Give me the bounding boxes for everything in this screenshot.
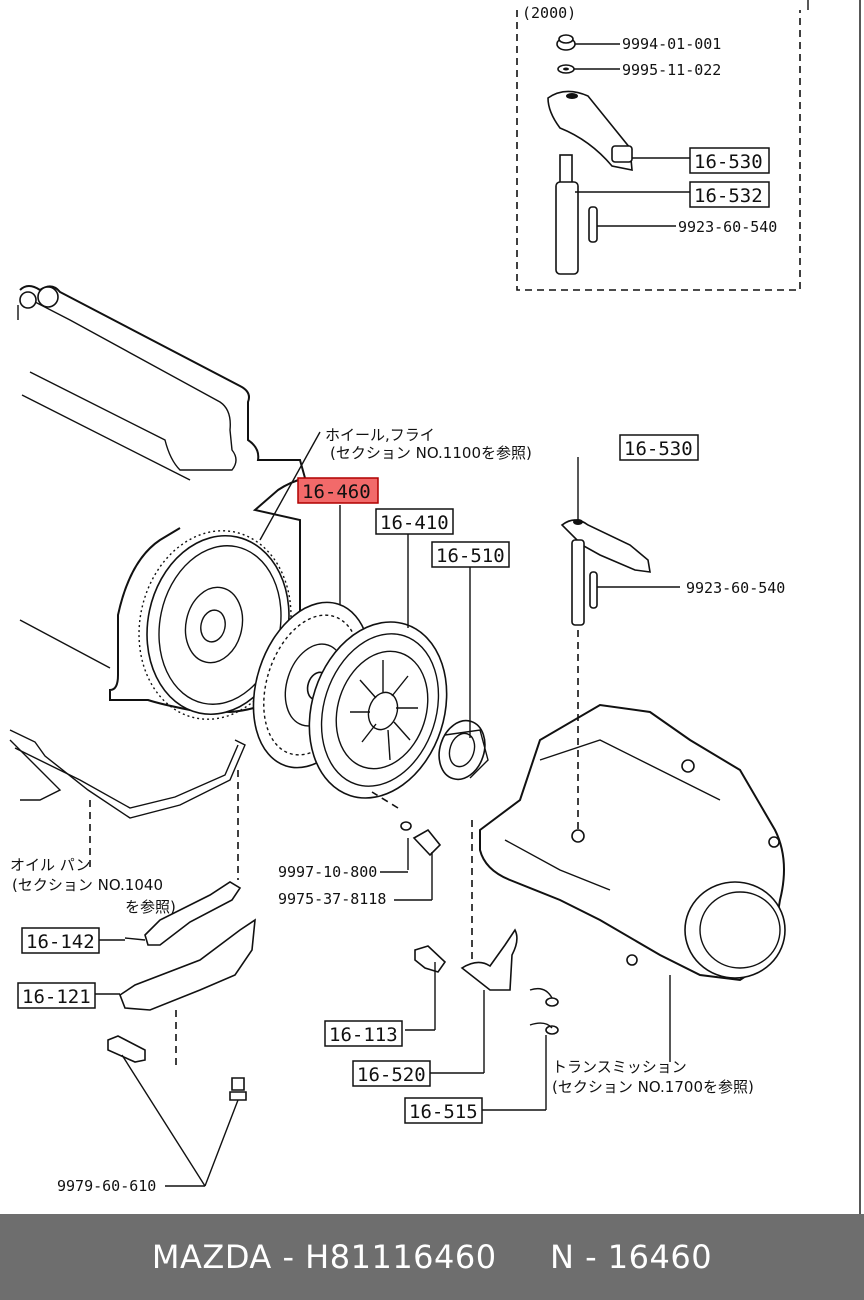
part-box-16-532-inset bbox=[689, 181, 770, 208]
washer-icon bbox=[557, 64, 575, 74]
part-label-16-532-inset[interactable]: 16-532 bbox=[694, 185, 763, 207]
part-box-16-530 bbox=[619, 434, 699, 461]
part-box-16-520 bbox=[352, 1060, 431, 1087]
part-box-16-510 bbox=[431, 541, 510, 568]
part-label-16-460[interactable]: 16-460 bbox=[302, 481, 371, 503]
oilpan-note-line2: (セクション NO.1040 bbox=[12, 876, 163, 894]
inset-panel: (2000) 9994-01-001 9995-11-022 16-530 bbox=[516, 0, 809, 291]
exploded-parts-diagram: (2000) 9994-01-001 9995-11-022 16-530 bbox=[9, 0, 861, 1214]
dashed-leaders bbox=[89, 630, 579, 1070]
part-label-16-410[interactable]: 16-410 bbox=[380, 512, 449, 534]
part-label-9923[interactable]: 9923-60-540 bbox=[686, 579, 785, 597]
part-label-16-121[interactable]: 16-121 bbox=[22, 986, 91, 1008]
part-box-16-410 bbox=[375, 508, 454, 535]
part-box-16-515 bbox=[404, 1097, 483, 1124]
part-label-9997[interactable]: 9997-10-800 bbox=[278, 863, 377, 881]
transmission-drawing bbox=[479, 703, 786, 982]
part-label-16-142[interactable]: 16-142 bbox=[26, 931, 95, 953]
part-box-16-460-highlight bbox=[297, 477, 379, 504]
part-box-16-530-inset bbox=[689, 147, 770, 174]
transmission-note-line2: (セクション NO.1700を参照) bbox=[552, 1078, 754, 1096]
part-label-9975[interactable]: 9975-37-8118 bbox=[278, 890, 386, 908]
nut-icon bbox=[556, 34, 576, 51]
release-shaft-icon bbox=[555, 154, 579, 275]
release-lever-main-drawing bbox=[560, 519, 651, 626]
key-icon bbox=[588, 206, 598, 243]
lower-parts-drawing bbox=[107, 821, 559, 1101]
part-label-16-530-inset[interactable]: 16-530 bbox=[694, 151, 763, 173]
oilpan-note-line1: オイル パン bbox=[10, 856, 91, 874]
oilpan-note-line3: を参照) bbox=[125, 898, 176, 916]
part-label-9994[interactable]: 9994-01-001 bbox=[622, 35, 721, 53]
part-box-16-142 bbox=[21, 927, 100, 954]
part-label-16-515[interactable]: 16-515 bbox=[409, 1101, 478, 1123]
flywheel-note-line2: (セクション NO.1100を参照) bbox=[330, 444, 532, 462]
part-box-16-113 bbox=[324, 1020, 403, 1047]
part-label-9979[interactable]: 9979-60-610 bbox=[57, 1177, 156, 1195]
release-bearing-drawing bbox=[438, 719, 489, 781]
part-label-9995[interactable]: 9995-11-022 bbox=[622, 61, 721, 79]
part-label-16-113[interactable]: 16-113 bbox=[329, 1024, 398, 1046]
part-label-16-510[interactable]: 16-510 bbox=[436, 545, 505, 567]
engine-block-drawing bbox=[9, 285, 307, 819]
inset-year-label: (2000) bbox=[522, 4, 576, 22]
part-box-16-121 bbox=[17, 982, 96, 1009]
flywheel-note-line1: ホイール,フライ bbox=[325, 426, 435, 444]
part-number-footer: MAZDA - H81116460 N - 16460 bbox=[0, 1214, 864, 1300]
pressure-plate-drawing bbox=[308, 621, 448, 799]
part-label-16-520[interactable]: 16-520 bbox=[357, 1064, 426, 1086]
part-label-9923-inset[interactable]: 9923-60-540 bbox=[678, 218, 777, 236]
part-label-16-530[interactable]: 16-530 bbox=[624, 438, 693, 460]
transmission-note-line1: トランスミッション bbox=[552, 1058, 687, 1076]
release-lever-icon bbox=[547, 90, 633, 171]
footer-part-number-text: MAZDA - H81116460 N - 16460 bbox=[151, 1238, 713, 1276]
